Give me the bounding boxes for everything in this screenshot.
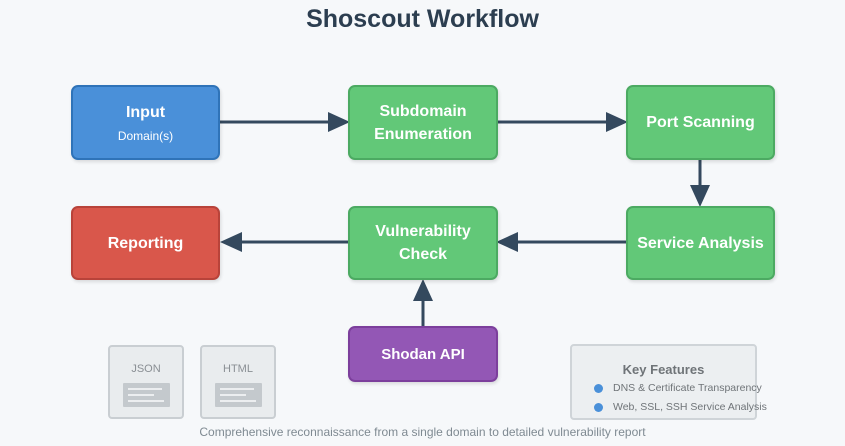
service-analysis-label: Service Analysis	[637, 234, 764, 252]
vulnerability-check-label: Vulnerability Check	[375, 223, 471, 263]
arrowhead-input-to-subdomain	[328, 112, 350, 132]
feature-item-text: Web, SSL, SSH Service Analysis	[613, 401, 767, 413]
json-output-label: JSON	[131, 363, 161, 375]
input-node-sublabel: Domain(s)	[117, 129, 174, 143]
diagram-caption: Comprehensive reconnaissance from a sing…	[199, 425, 646, 439]
key-features-title: Key Features	[622, 362, 705, 377]
port-scanning-label: Port Scanning	[646, 114, 755, 131]
subdomain-enumeration-label: Subdomain Enumeration	[374, 102, 472, 143]
document-icon	[123, 383, 170, 407]
diagram-title: Shoscout Workflow	[306, 5, 539, 33]
html-output-label: HTML	[223, 363, 253, 375]
reporting-label: Reporting	[107, 234, 184, 252]
port-scanning-node: Port Scanning	[626, 85, 775, 160]
arrowhead-vuln-to-reporting	[220, 232, 242, 252]
arrowhead-service-to-vuln	[496, 232, 518, 252]
feature-item: Web, SSL, SSH Service Analysis	[594, 400, 767, 414]
shodan-api-label: Shodan API	[381, 345, 465, 363]
document-icon	[215, 383, 262, 407]
subdomain-enumeration-node: Subdomain Enumeration	[348, 85, 498, 160]
service-analysis-node: Service Analysis	[626, 206, 775, 280]
arrowhead-subdomain-to-port	[606, 112, 628, 132]
input-node-label: Input	[125, 104, 166, 121]
shodan-api-node: Shodan API	[348, 326, 498, 382]
arrowhead-shodan-to-vuln	[413, 279, 433, 301]
feature-item-text: DNS & Certificate Transparency	[613, 382, 762, 394]
vulnerability-check-node: Vulnerability Check	[348, 206, 498, 280]
feature-item: DNS & Certificate Transparency	[594, 381, 762, 395]
key-features-panel: Key Features DNS & Certificate Transpare…	[570, 344, 767, 420]
bullet-icon	[594, 402, 603, 412]
json-output-document: JSON	[108, 345, 184, 419]
html-output-document: HTML	[200, 345, 276, 419]
bullet-icon	[594, 383, 603, 393]
reporting-node: Reporting	[71, 206, 220, 280]
arrowhead-port-to-service	[690, 185, 710, 207]
input-node: Input Domain(s)	[71, 85, 220, 160]
